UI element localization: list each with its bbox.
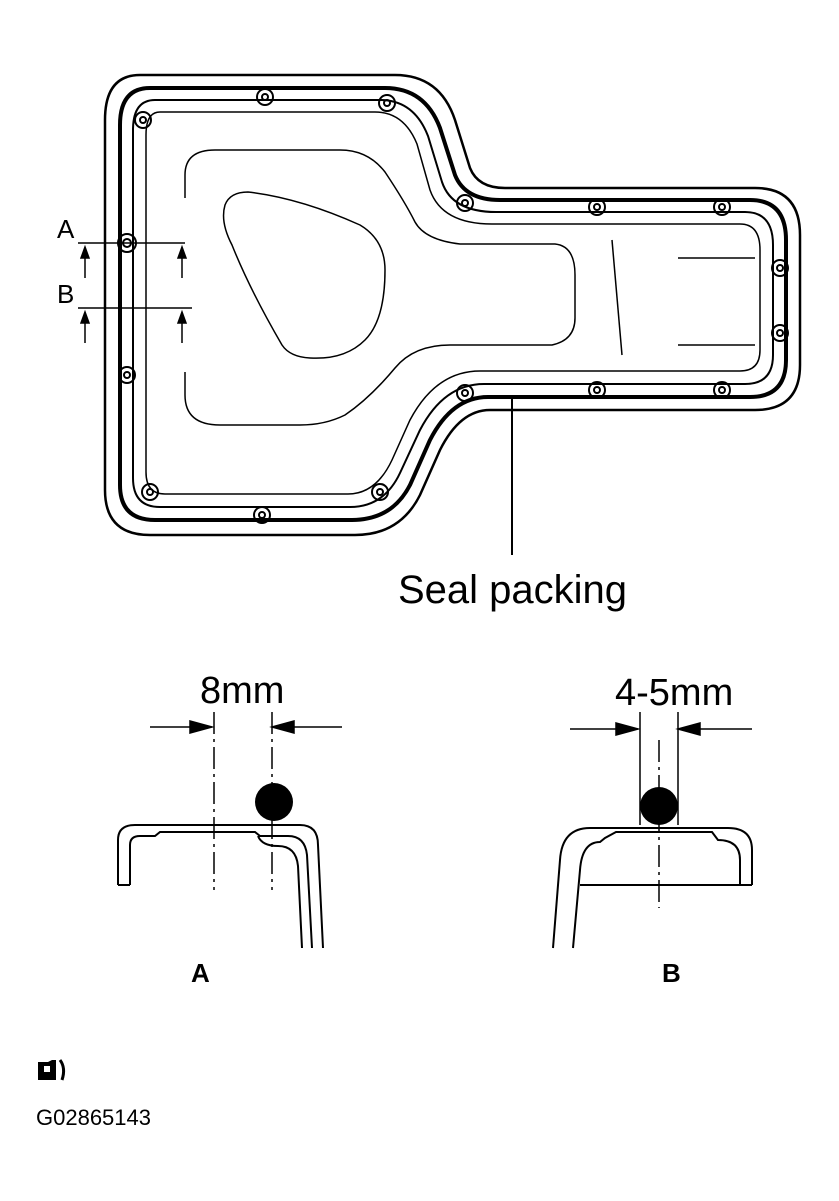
dimension-a-label: 8mm: [200, 670, 284, 712]
sealant-tube-icon: [38, 1059, 66, 1081]
detail-a-label: A: [191, 958, 210, 988]
figure-id: G02865143: [36, 1105, 151, 1130]
seal-bead-a: [255, 783, 293, 821]
detail-a: 8mm A: [117, 670, 342, 988]
dimension-b-label: 4-5mm: [615, 672, 733, 714]
detail-b-label: B: [662, 958, 681, 988]
oil-pan-outline: [103, 73, 802, 537]
seal-bead-b: [640, 787, 678, 825]
bolt-holes: [117, 88, 789, 524]
detail-b: 4-5mm B: [552, 672, 753, 988]
seal-packing-label: Seal packing: [398, 568, 627, 612]
section-markers: [78, 242, 192, 343]
section-a-label: A: [57, 214, 75, 244]
section-b-label: B: [57, 279, 74, 309]
